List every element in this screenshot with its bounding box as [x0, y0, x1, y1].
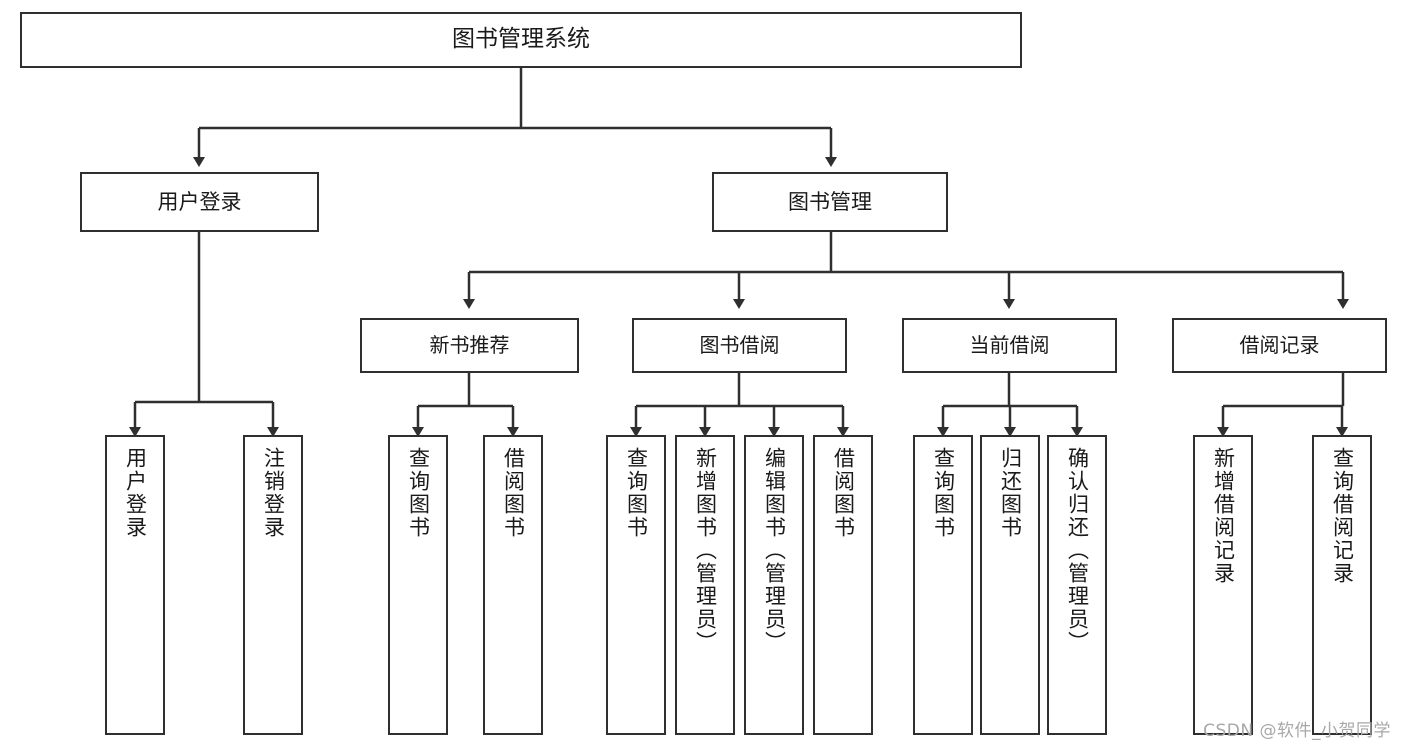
leaf-user-login-label: 用户登录: [123, 447, 148, 539]
leaf-confirm-return[interactable]: 确认归还（管理员）: [1047, 435, 1107, 735]
leaf-query-record-label: 查询借阅记录: [1330, 447, 1355, 585]
leaf-query-book-1[interactable]: 查询图书: [388, 435, 448, 735]
leaf-user-login[interactable]: 用户登录: [105, 435, 165, 735]
node-user-login[interactable]: 用户登录: [80, 172, 319, 232]
node-book-borrow-label: 图书借阅: [699, 332, 780, 357]
leaf-add-record[interactable]: 新增借阅记录: [1193, 435, 1253, 735]
leaf-query-book-3-label: 查询图书: [931, 447, 956, 539]
leaf-edit-book[interactable]: 编辑图书（管理员）: [744, 435, 804, 735]
node-borrow-record[interactable]: 借阅记录: [1172, 318, 1387, 373]
node-book-manage-label: 图书管理: [788, 189, 872, 214]
leaf-add-record-label: 新增借阅记录: [1211, 447, 1236, 585]
leaf-query-book-1-label: 查询图书: [406, 447, 431, 539]
leaf-query-record[interactable]: 查询借阅记录: [1312, 435, 1372, 735]
node-new-book-recommend-label: 新书推荐: [429, 332, 510, 357]
leaf-confirm-return-label: 确认归还（管理员）: [1065, 447, 1090, 654]
leaf-edit-book-label: 编辑图书（管理员）: [762, 447, 787, 654]
leaf-add-book[interactable]: 新增图书（管理员）: [675, 435, 735, 735]
leaf-return-book[interactable]: 归还图书: [980, 435, 1040, 735]
leaf-query-book-2[interactable]: 查询图书: [606, 435, 666, 735]
node-user-login-label: 用户登录: [157, 189, 242, 214]
node-book-borrow[interactable]: 图书借阅: [632, 318, 847, 373]
node-borrow-record-label: 借阅记录: [1239, 332, 1320, 357]
leaf-borrow-book-2-label: 借阅图书: [831, 447, 856, 539]
leaf-return-book-label: 归还图书: [998, 447, 1023, 539]
leaf-borrow-book-2[interactable]: 借阅图书: [813, 435, 873, 735]
leaf-borrow-book-1[interactable]: 借阅图书: [483, 435, 543, 735]
leaf-borrow-book-1-label: 借阅图书: [501, 447, 526, 539]
leaf-query-book-3[interactable]: 查询图书: [913, 435, 973, 735]
leaf-add-book-label: 新增图书（管理员）: [693, 447, 718, 654]
node-root[interactable]: 图书管理系统: [20, 12, 1022, 68]
node-current-borrow-label: 当前借阅: [969, 332, 1050, 357]
leaf-logout-login[interactable]: 注销登录: [243, 435, 303, 735]
leaf-logout-login-label: 注销登录: [261, 447, 286, 539]
node-new-book-recommend[interactable]: 新书推荐: [360, 318, 579, 373]
csdn-watermark: CSDN @软件_小贺同学: [1203, 721, 1391, 741]
leaf-query-book-2-label: 查询图书: [624, 447, 649, 539]
node-root-label: 图书管理系统: [452, 26, 590, 53]
node-book-manage[interactable]: 图书管理: [712, 172, 948, 232]
node-current-borrow[interactable]: 当前借阅: [902, 318, 1117, 373]
